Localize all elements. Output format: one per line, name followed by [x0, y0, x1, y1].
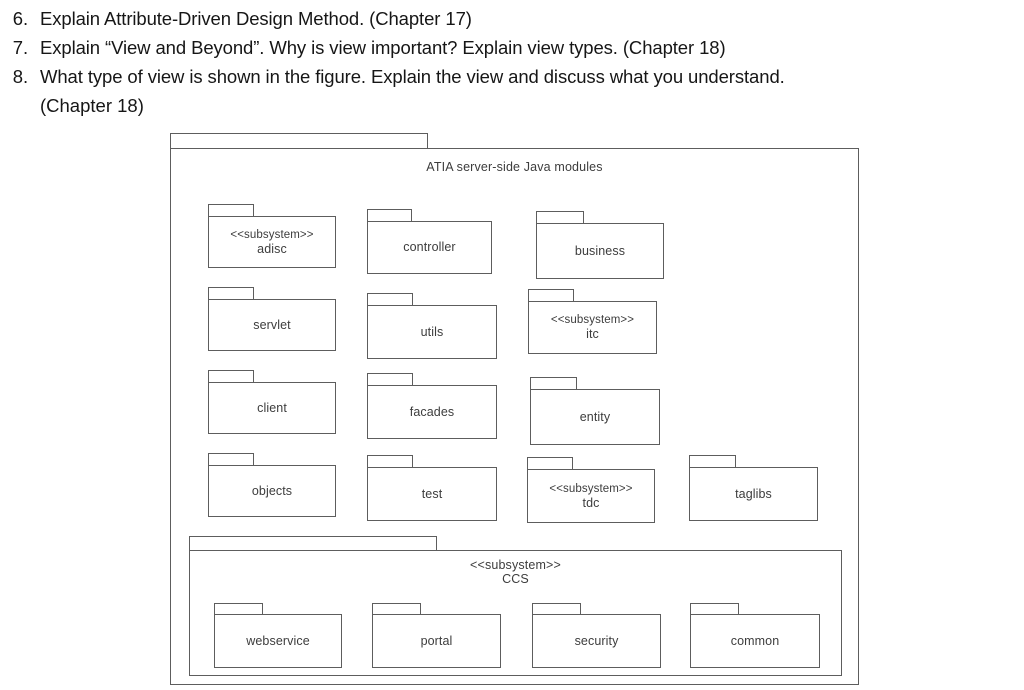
package-taglibs: taglibs: [689, 455, 818, 521]
package-adisc: <<subsystem>> adisc: [208, 204, 336, 268]
package-tab: [367, 455, 413, 468]
package-tab: [690, 603, 739, 615]
question-item-8: 8. What type of view is shown in the fig…: [0, 62, 1024, 91]
package-business: business: [536, 211, 664, 279]
package-name: business: [574, 243, 626, 258]
package-body: common: [690, 614, 820, 668]
package-name: controller: [403, 240, 456, 254]
package-tab: [536, 211, 584, 224]
package-body: facades: [367, 385, 497, 439]
package-tab: [208, 287, 254, 300]
package-objects: objects: [208, 453, 336, 517]
package-name: servlet: [253, 317, 291, 332]
package-tab: [530, 377, 577, 390]
package-name: facades: [409, 404, 455, 419]
package-webservice: webservice: [214, 603, 342, 668]
package-body: objects: [208, 465, 336, 517]
package-tab: [208, 453, 254, 466]
package-stereotype: <<subsystem>>: [230, 228, 314, 241]
package-name: utils: [420, 324, 444, 339]
package-body: utils: [367, 305, 497, 359]
package-name: adisc: [257, 241, 287, 256]
package-tab: [689, 455, 736, 468]
question-number: 7.: [12, 37, 28, 58]
package-stereotype: <<subsystem>>: [550, 314, 635, 326]
package-common: common: [690, 603, 820, 668]
package-name: security: [574, 633, 619, 648]
package-name: entity: [579, 409, 611, 424]
package-tab: [170, 133, 428, 149]
package-name: portal: [420, 633, 453, 648]
question-list: 6. Explain Attribute-Driven Design Metho…: [0, 0, 1024, 120]
package-tab: [367, 293, 413, 306]
package-tab: [208, 204, 254, 217]
package-body: controller: [367, 221, 492, 274]
package-body: <<subsystem>> CCS webservice portal: [189, 550, 842, 676]
package-body: portal: [372, 614, 501, 668]
package-test: test: [367, 455, 497, 521]
package-ccs-subsystem: <<subsystem>> CCS webservice portal: [189, 536, 842, 676]
question-text: Explain “View and Beyond”. Why is view i…: [40, 37, 726, 58]
package-body: <<subsystem>> adisc: [208, 216, 336, 268]
package-facades: facades: [367, 373, 497, 439]
package-body: taglibs: [689, 467, 818, 521]
package-body: test: [367, 467, 497, 521]
package-name: taglibs: [735, 486, 772, 501]
package-body: webservice: [214, 614, 342, 668]
package-body: servlet: [208, 299, 336, 351]
package-title-atia: ATIA server-side Java modules: [426, 160, 603, 174]
package-name: itc: [586, 327, 599, 341]
package-stereotype-ccs: <<subsystem>>: [470, 558, 561, 572]
package-name: client: [257, 400, 287, 415]
package-tab: [189, 536, 437, 551]
package-name: tdc: [582, 495, 600, 510]
package-name: common: [730, 633, 780, 648]
package-entity: entity: [530, 377, 660, 445]
package-body: security: [532, 614, 661, 668]
package-servlet: servlet: [208, 287, 336, 351]
package-tab: [367, 373, 413, 386]
package-name: test: [421, 486, 443, 501]
package-tab: [367, 209, 412, 222]
package-portal: portal: [372, 603, 501, 668]
package-body: <<subsystem>> tdc: [527, 469, 655, 523]
package-tab: [208, 370, 254, 383]
package-stereotype: <<subsystem>>: [549, 482, 633, 495]
package-tdc: <<subsystem>> tdc: [527, 457, 655, 523]
package-body: ATIA server-side Java modules <<subsyste…: [170, 148, 859, 685]
package-tab: [372, 603, 421, 615]
question-item-6: 6. Explain Attribute-Driven Design Metho…: [0, 4, 1024, 33]
package-controller: controller: [367, 209, 492, 274]
package-utils: utils: [367, 293, 497, 359]
package-client: client: [208, 370, 336, 434]
package-body: <<subsystem>> itc: [528, 301, 657, 354]
package-tab: [528, 289, 574, 302]
question-text: What type of view is shown in the figure…: [40, 66, 785, 87]
package-tab: [214, 603, 263, 615]
question-item-7: 7. Explain “View and Beyond”. Why is vie…: [0, 33, 1024, 62]
question-number: 6.: [12, 8, 28, 29]
package-itc: <<subsystem>> itc: [528, 289, 657, 354]
package-security: security: [532, 603, 661, 668]
question-text: Explain Attribute-Driven Design Method. …: [40, 8, 472, 29]
package-tab: [527, 457, 573, 470]
question-number: 8.: [12, 66, 28, 87]
package-title-ccs: CCS: [502, 572, 529, 586]
package-name: webservice: [246, 633, 310, 648]
package-body: business: [536, 223, 664, 279]
package-name: objects: [251, 483, 293, 498]
uml-package-diagram: ATIA server-side Java modules <<subsyste…: [0, 128, 1024, 690]
package-body: client: [208, 382, 336, 434]
question-text-continued: (Chapter 18): [40, 95, 144, 116]
package-tab: [532, 603, 581, 615]
package-body: entity: [530, 389, 660, 445]
package-atia-server-side-java-modules: ATIA server-side Java modules <<subsyste…: [170, 133, 859, 685]
question-item-8-continuation: 8. (Chapter 18): [0, 91, 1024, 120]
